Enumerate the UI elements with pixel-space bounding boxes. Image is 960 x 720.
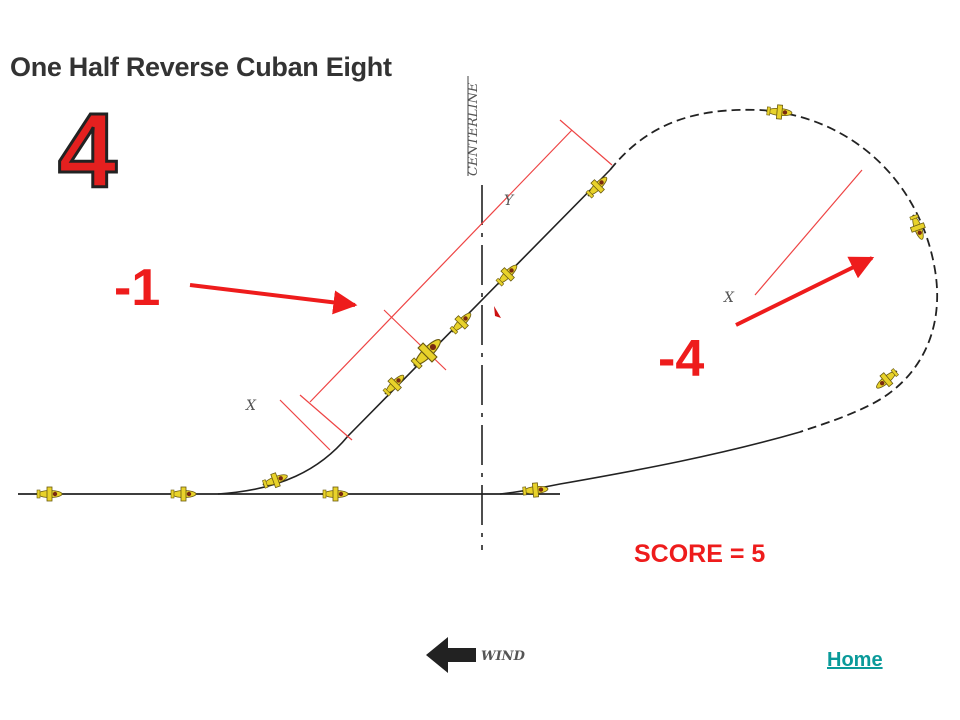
exit-flight-path: [499, 431, 801, 495]
marker-flag: [494, 306, 501, 318]
dimension-label-x-loop: X: [723, 290, 735, 306]
dimension-lines: [279, 119, 863, 451]
figure-number: 4: [57, 92, 119, 210]
centerline-label: CENTERLINE: [466, 82, 481, 176]
wind-label: WIND: [481, 649, 526, 664]
score-text: SCORE = 5: [634, 540, 766, 568]
wind-arrow-icon: [426, 637, 476, 673]
page-title: One Half Reverse Cuban Eight: [10, 52, 392, 82]
climb-flight-path: [217, 169, 611, 495]
penalty-arrow-icon: [189, 283, 358, 315]
dimension-label-y-upper: Y: [504, 193, 515, 209]
dimension-label-x-lower: X: [245, 398, 257, 414]
penalty-label-climb: -1: [114, 259, 161, 317]
penalty-arrow-icon: [735, 256, 875, 327]
home-link[interactable]: Home: [827, 649, 883, 671]
penalty-label-loop: -4: [658, 330, 705, 388]
